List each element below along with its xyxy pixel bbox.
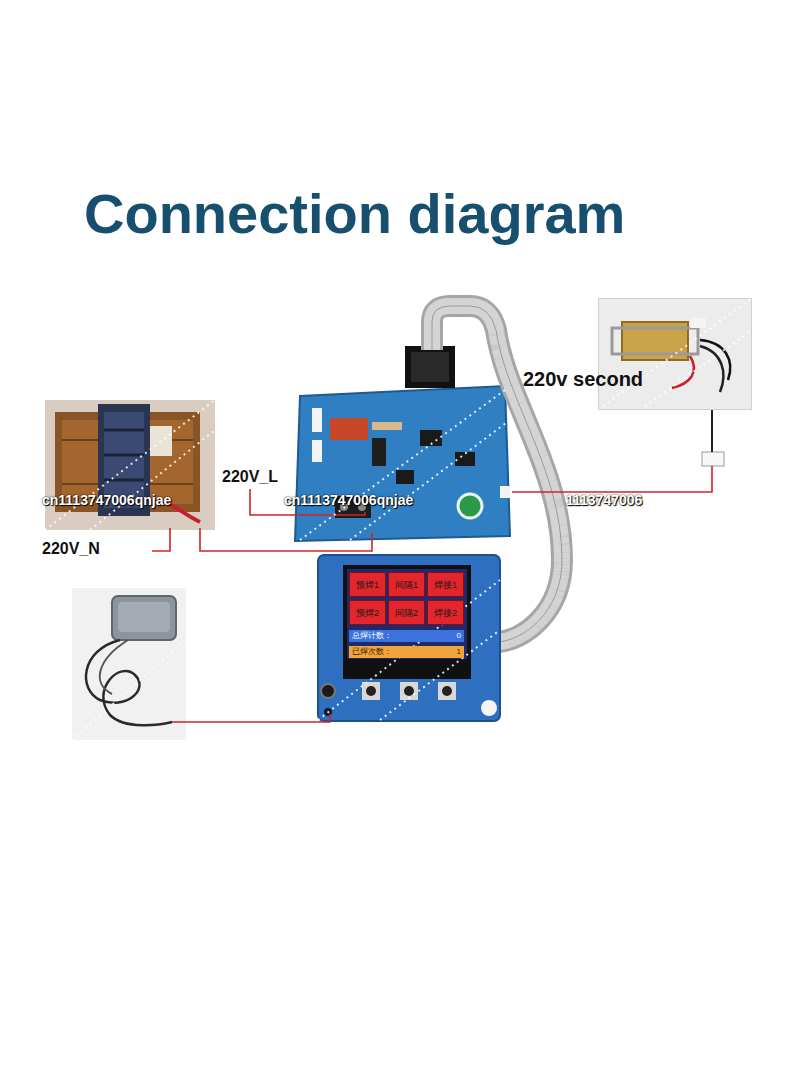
control-board (372, 438, 386, 466)
foot-pedal (112, 596, 176, 640)
watermark-lines (640, 330, 752, 410)
wire (172, 714, 330, 722)
node-text: 焊接1 (434, 580, 457, 590)
screen-cell: 预焊1 (349, 572, 386, 597)
wire (512, 466, 712, 492)
control-board (411, 352, 449, 382)
display-board (366, 686, 376, 696)
main-transformer (104, 429, 144, 432)
node-text: 间隔2 (395, 608, 418, 618)
node-text: 预焊2 (356, 608, 379, 618)
wire-label: 220V_N (42, 540, 100, 558)
screen-cell: 间隔1 (388, 572, 425, 597)
node-text: 预焊1 (356, 580, 379, 590)
wire (200, 528, 372, 551)
display-board (442, 686, 452, 696)
counter-bar: 总焊计数： 0 (349, 630, 464, 642)
node-text: 220v second (523, 368, 643, 391)
control-board (312, 408, 322, 432)
foot-pedal (86, 640, 172, 725)
wire-label: 220V_L (222, 468, 278, 486)
control-board (455, 452, 475, 466)
connector-plug (702, 452, 724, 466)
control-board (500, 486, 510, 498)
watermark: 1113747006 (566, 492, 642, 508)
watermark: cn1113747006qnjae (42, 492, 171, 508)
foot-pedal (118, 602, 170, 632)
foot-pedal (72, 588, 186, 740)
aux-transformer (672, 356, 694, 388)
aux-transformer (598, 298, 752, 410)
aux-transformer (598, 298, 752, 410)
node-text: 0 (457, 631, 461, 641)
screen-cell: 焊接1 (427, 572, 464, 597)
aux-transformer (690, 318, 706, 328)
aux-transformer (700, 340, 730, 380)
diagram-title: Connection diagram (84, 180, 625, 248)
watermark: cn1113747006qnjae (284, 492, 413, 508)
control-board (295, 386, 510, 541)
control-board (458, 494, 482, 518)
watermark-lines (72, 640, 186, 740)
control-board (396, 470, 414, 484)
node-text: 间隔1 (395, 580, 418, 590)
watermark-lines (45, 400, 215, 530)
watermark-lines (380, 630, 500, 720)
wire (152, 466, 712, 722)
node-text: 已焊次数： (352, 647, 392, 657)
display-board (404, 686, 414, 696)
watermark-lines (300, 390, 505, 540)
display-board (347, 569, 467, 659)
watermark-lines (598, 298, 752, 410)
display-board (318, 555, 500, 721)
display-board (321, 684, 335, 698)
control-board (295, 346, 510, 541)
watermark-lines (90, 430, 215, 530)
foot-pedal (72, 588, 186, 740)
screen-cell: 焊接2 (427, 600, 464, 625)
screen-cell: 间隔2 (388, 600, 425, 625)
watermark-lines (318, 580, 500, 720)
watermark-lines (350, 420, 510, 540)
aux-transformer (612, 328, 698, 354)
display-board (362, 682, 380, 700)
aux-transformer (700, 346, 723, 392)
display-board (438, 682, 456, 700)
control-board (405, 346, 455, 388)
control-board (330, 418, 368, 440)
control-board (312, 440, 322, 462)
wire (152, 528, 170, 551)
watermark-lines (45, 298, 752, 740)
display-board (343, 565, 471, 679)
foot-pedal (100, 640, 128, 694)
connector-plug (702, 410, 724, 466)
main-transformer (104, 454, 144, 457)
node-text: 总焊计数： (352, 631, 392, 641)
main-transformer (104, 479, 144, 482)
connector-plug (711, 410, 713, 452)
counter-bar: 已焊次数： 1 (349, 646, 464, 658)
main-transformer (45, 400, 215, 530)
main-transformer (45, 400, 215, 530)
control-board (372, 422, 402, 430)
node-text: 焊接2 (434, 608, 457, 618)
node-text: 1 (457, 647, 461, 657)
display-board (481, 700, 497, 716)
component-photo-box: 220v second (598, 298, 752, 410)
display-board (318, 555, 500, 721)
screen-cell: 预焊2 (349, 600, 386, 625)
main-transformer (150, 426, 172, 456)
